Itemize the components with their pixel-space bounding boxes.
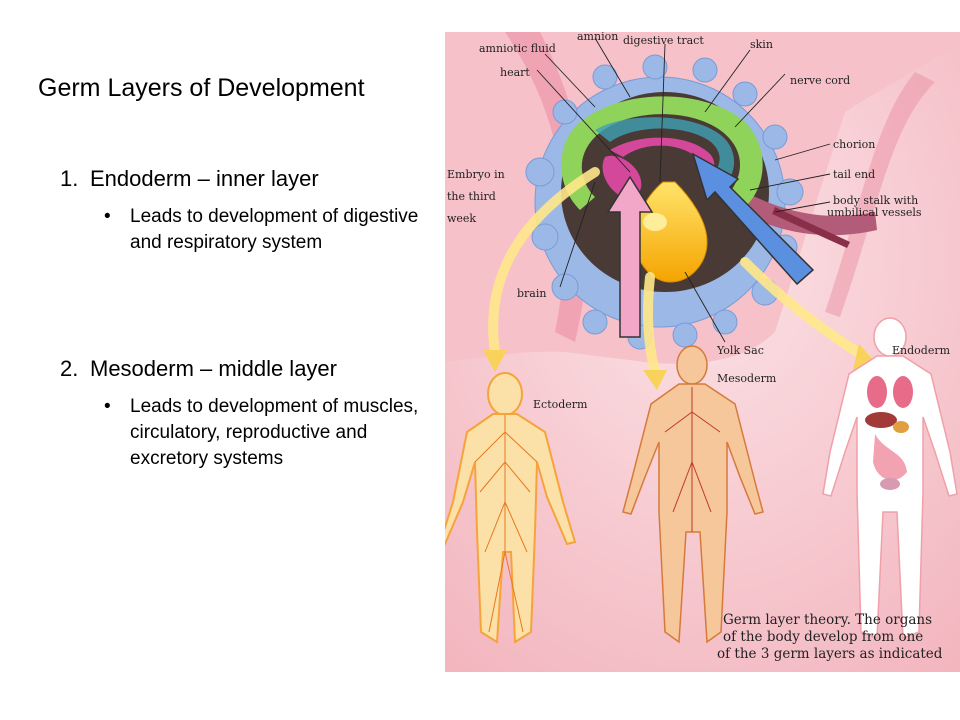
- label-skin: skin: [750, 38, 773, 51]
- mesoderm-vessels: [664, 387, 721, 532]
- label-nerve-cord: nerve cord: [790, 74, 850, 87]
- label-amnion: amnion: [577, 32, 618, 43]
- blue-diagonal-arrow: [691, 152, 815, 286]
- label-digestive-tract: digestive tract: [623, 34, 704, 47]
- slide-title: Germ Layers of Development: [38, 74, 365, 102]
- label-body-stalk-2: umbilical vessels: [827, 206, 922, 219]
- label-ectoderm: Ectoderm: [533, 398, 588, 411]
- body-stalk: [743, 192, 877, 236]
- label-yolk-sac: Yolk Sac: [716, 344, 764, 357]
- label-embryo-2: the third: [447, 190, 496, 203]
- label-amniotic-fluid: amniotic fluid: [479, 42, 556, 55]
- item-heading: Endoderm – inner layer: [90, 166, 319, 191]
- label-mesoderm: Mesoderm: [717, 372, 777, 385]
- label-body-stalk-1: body stalk with: [833, 194, 918, 207]
- label-tail-end: tail end: [833, 168, 875, 181]
- endoderm-layer: [610, 137, 715, 178]
- label-embryo-3: week: [447, 212, 476, 225]
- label-chorion: chorion: [833, 138, 875, 151]
- item-endoderm-heading: 1. Endoderm – inner layer: [60, 166, 319, 192]
- germ-layer-illustration: amnion amniotic fluid digestive tract sk…: [445, 32, 960, 672]
- caption-line-3: of the 3 germ layers as indicated: [717, 646, 943, 662]
- label-embryo-1: Embryo in: [447, 168, 505, 181]
- endoderm-body: [822, 317, 958, 640]
- item-heading: Mesoderm – middle layer: [90, 356, 337, 381]
- yellow-arrows: [488, 167, 870, 377]
- item-mesoderm-heading: 2. Mesoderm – middle layer: [60, 356, 337, 382]
- bullet-dot: •: [104, 396, 111, 417]
- label-endoderm: Endoderm: [892, 344, 951, 357]
- pink-up-arrow: [606, 175, 654, 338]
- ectoderm-nerves: [474, 415, 538, 633]
- bullet-dot: •: [104, 206, 111, 227]
- item-number: 2.: [60, 356, 79, 381]
- label-brain: brain: [517, 287, 546, 300]
- ectoderm-body: [445, 372, 577, 644]
- label-heart: heart: [500, 66, 530, 79]
- bullet-text: Leads to development of muscles, circula…: [130, 396, 419, 469]
- caption-line-1: Germ layer theory. The organs: [723, 612, 932, 628]
- item-number: 1.: [60, 166, 79, 191]
- bullet-text: Leads to development of digestive and re…: [130, 206, 419, 253]
- endoderm-organs: [865, 376, 913, 490]
- mesoderm-body: [622, 345, 764, 644]
- caption-line-2: of the body develop from one: [723, 629, 923, 645]
